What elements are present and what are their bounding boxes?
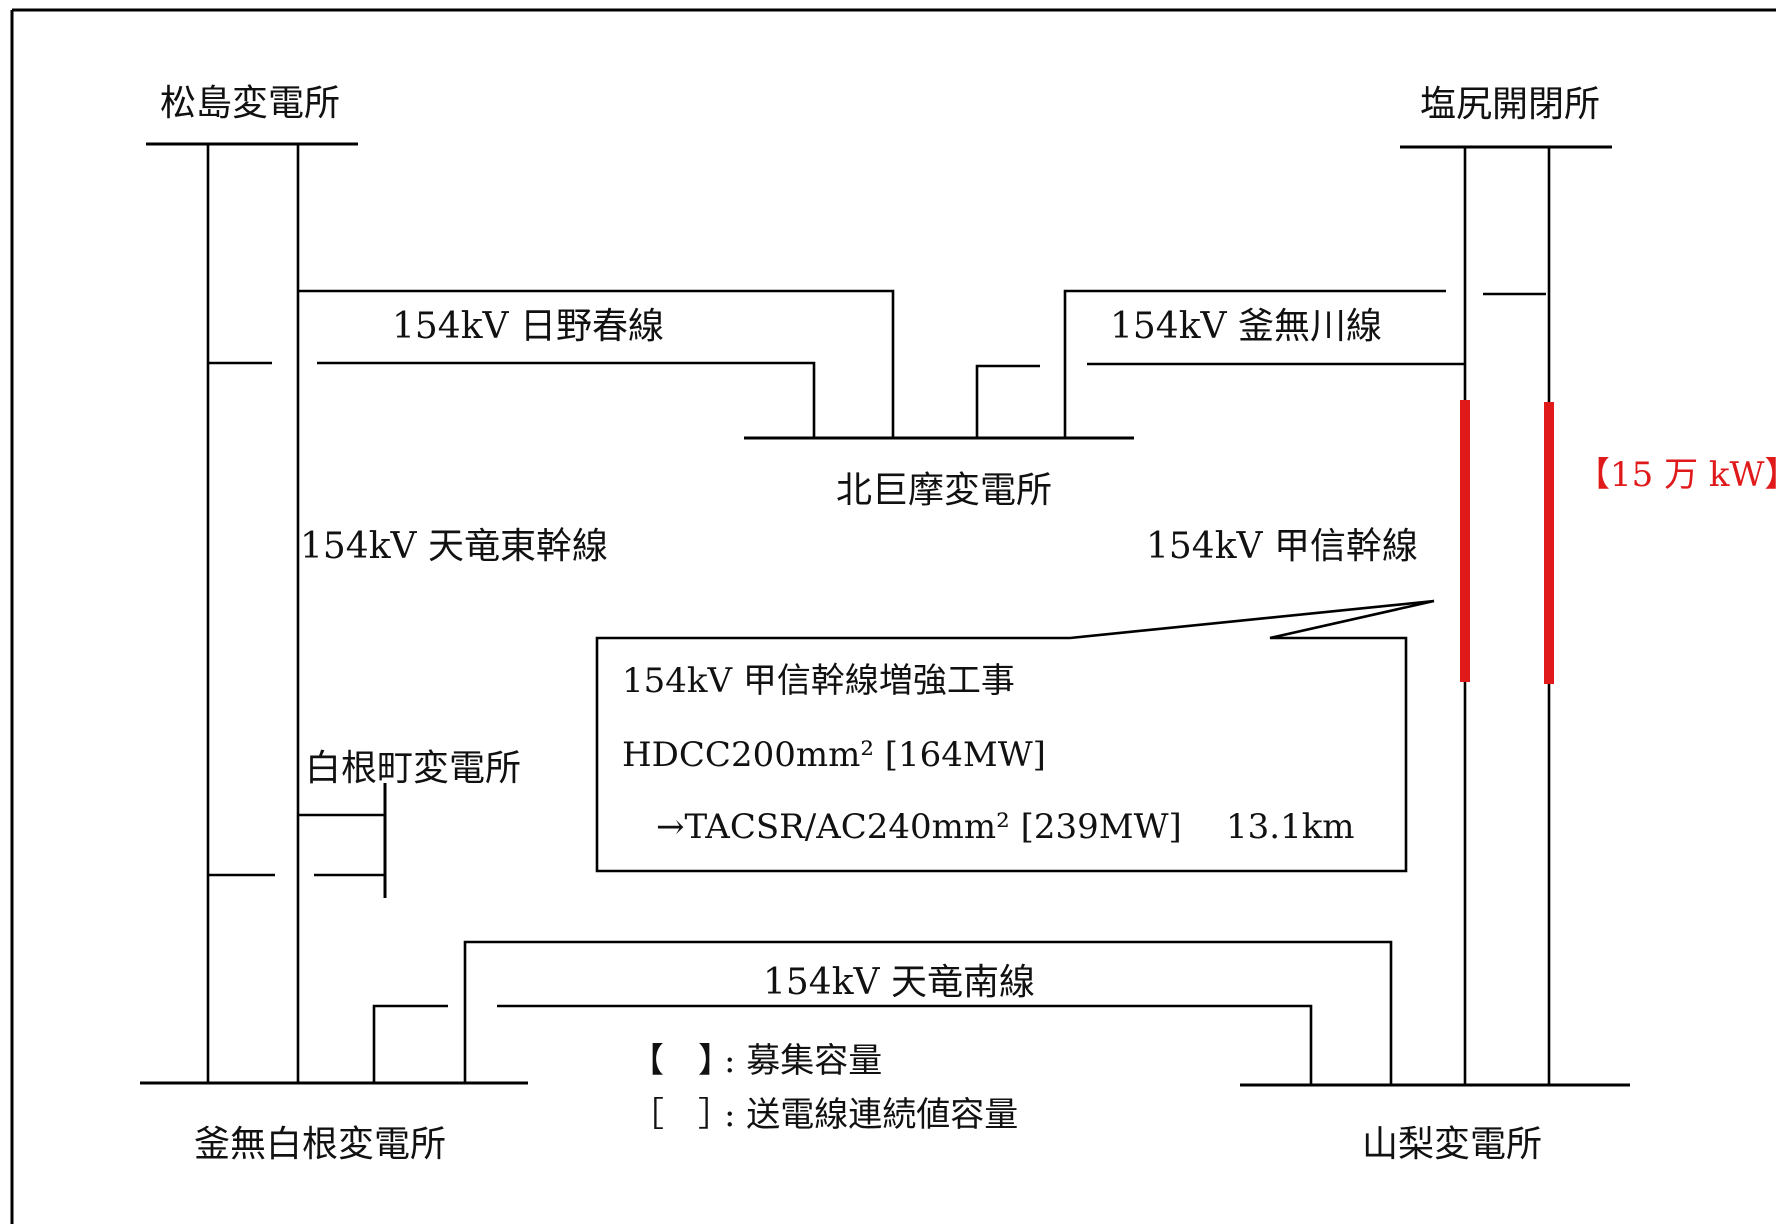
yamanashi-label: 山梨変電所 xyxy=(1362,1124,1542,1165)
kamanashi-shirone-label: 釜無白根変電所 xyxy=(194,1124,446,1165)
callout-line1: HDCC200mm² [164MW] xyxy=(622,735,1046,775)
legend: 【 】 : 募集容量 ［ ］ : 送電線連続値容量 xyxy=(630,1041,1018,1135)
diagram-frame xyxy=(10,8,1776,1224)
busbars xyxy=(140,142,1630,1087)
callout-box xyxy=(595,599,1435,873)
callout-line2: →TACSR/AC240mm² [239MW] xyxy=(656,807,1182,847)
tenryu-higashi-line-label: 154kV 天竜東幹線 xyxy=(300,526,608,567)
callout-distance: 13.1km xyxy=(1226,807,1355,847)
kamanashigawa-line-label: 154kV 釜無川線 xyxy=(1110,306,1382,347)
hinoharu-line-label: 154kV 日野春線 xyxy=(392,306,664,347)
koshin-line-label: 154kV 甲信幹線 xyxy=(1146,526,1418,567)
legend-bracket-2: ［ ］ xyxy=(630,1095,732,1135)
shironecho-label: 白根町変電所 xyxy=(305,748,521,789)
kitakoma-label: 北巨摩変電所 xyxy=(836,470,1052,511)
capacity-label: 【15 万 kW】 xyxy=(1576,455,1776,495)
callout-title: 154kV 甲信幹線増強工事 xyxy=(622,661,1015,701)
legend-text-2: : 送電線連続値容量 xyxy=(724,1095,1018,1135)
transmission-lines xyxy=(206,144,1551,1085)
matsushima-label: 松島変電所 xyxy=(160,83,340,124)
reinforcement-sections xyxy=(1460,400,1554,684)
legend-text-1: : 募集容量 xyxy=(724,1041,882,1081)
legend-bracket-1: 【 】 xyxy=(630,1041,732,1081)
tenryu-minami-line-label: 154kV 天竜南線 xyxy=(763,962,1035,1003)
shiojiri-label: 塩尻開閉所 xyxy=(1420,84,1600,125)
